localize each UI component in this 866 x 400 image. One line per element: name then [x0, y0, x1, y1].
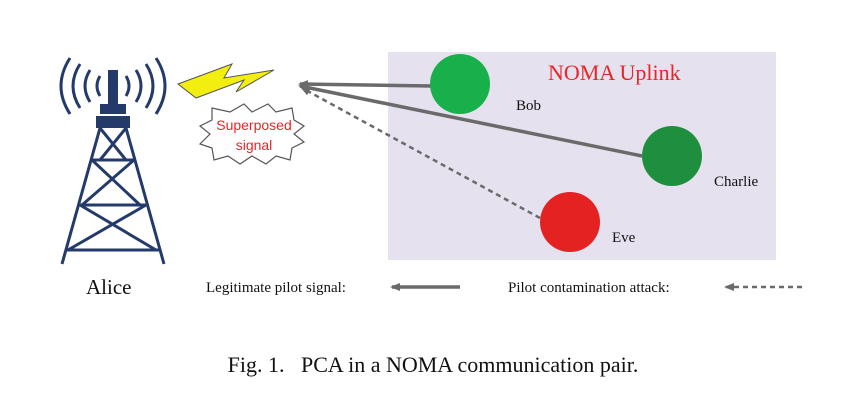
- lightning-icon: [176, 63, 275, 99]
- arrow-eve-to-alice: [300, 86, 541, 220]
- arrow-charlie-to-alice: [298, 83, 643, 158]
- wireless-waves-icon: [59, 57, 167, 115]
- user-eve-label: Eve: [612, 230, 636, 246]
- base-station-label: Alice: [86, 275, 131, 299]
- user-bob-label: Bob: [516, 98, 541, 114]
- figure-caption: Fig. 1. PCA in a NOMA communication pair…: [228, 352, 639, 377]
- burst-shape: [198, 103, 306, 165]
- user-eve-node: [540, 192, 600, 252]
- region-title: NOMA Uplink: [548, 60, 681, 85]
- burst-label-line2: signal: [236, 137, 273, 153]
- legend-attack-label: Pilot contamination attack:: [508, 280, 670, 296]
- user-charlie-label: Charlie: [714, 174, 758, 190]
- arrow-bob-to-alice: [298, 80, 433, 89]
- user-bob-node: [430, 54, 490, 114]
- burst-label-line1: Superposed: [216, 117, 292, 133]
- base-station-tower: [59, 57, 167, 265]
- user-charlie-node: [642, 126, 702, 186]
- legend-legitimate-label: Legitimate pilot signal:: [206, 280, 346, 296]
